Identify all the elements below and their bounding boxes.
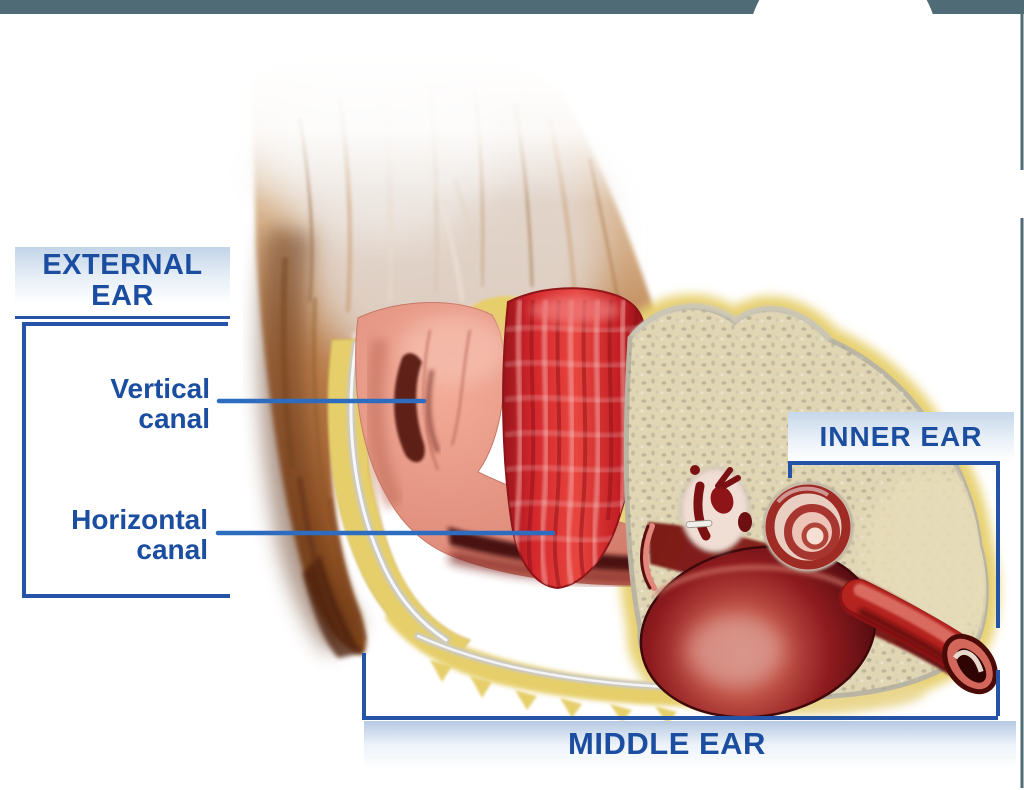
horizontal-canal-label-line1: Horizontal bbox=[71, 504, 208, 535]
middle-ear-label: MIDDLE EAR bbox=[364, 721, 1016, 769]
ossicles bbox=[680, 465, 752, 553]
vertical-canal-label-line2: canal bbox=[138, 403, 210, 434]
stapes-footplate bbox=[685, 519, 713, 529]
eardrum bbox=[640, 523, 657, 591]
inner-ear-label-text: INNER EAR bbox=[819, 421, 983, 452]
inner-ear-bracket bbox=[788, 461, 1000, 716]
fur-top-fade bbox=[200, 20, 720, 210]
eustachian-tube bbox=[839, 579, 998, 695]
vertical-canal-label-line1: Vertical bbox=[110, 373, 210, 404]
external-ear-label-line2: EAR bbox=[91, 280, 154, 312]
ear-muscle bbox=[502, 287, 646, 590]
external-ear-label-line1: EXTERNAL bbox=[42, 249, 203, 281]
tympanic-bulla bbox=[639, 545, 877, 719]
top-bar-arc-cutout bbox=[748, 0, 938, 140]
vertical-canal-opening bbox=[394, 353, 440, 463]
external-ear-label: EXTERNAL EAR bbox=[15, 247, 230, 319]
horizontal-canal-label: Horizontal canal bbox=[35, 505, 208, 565]
external-ear-bracket bbox=[22, 322, 230, 598]
horizontal-canal-label-line2: canal bbox=[136, 534, 208, 565]
middle-ear-bracket bbox=[362, 653, 998, 720]
tube-cut-end bbox=[942, 633, 998, 695]
cochlea bbox=[763, 482, 853, 572]
middle-ear-label-text: MIDDLE EAR bbox=[568, 726, 766, 761]
inner-ear-label: INNER EAR bbox=[788, 412, 1014, 461]
top-page-bar bbox=[0, 0, 1024, 140]
vertical-canal-label: Vertical canal bbox=[55, 374, 210, 434]
cartilage-fringe bbox=[430, 660, 677, 724]
